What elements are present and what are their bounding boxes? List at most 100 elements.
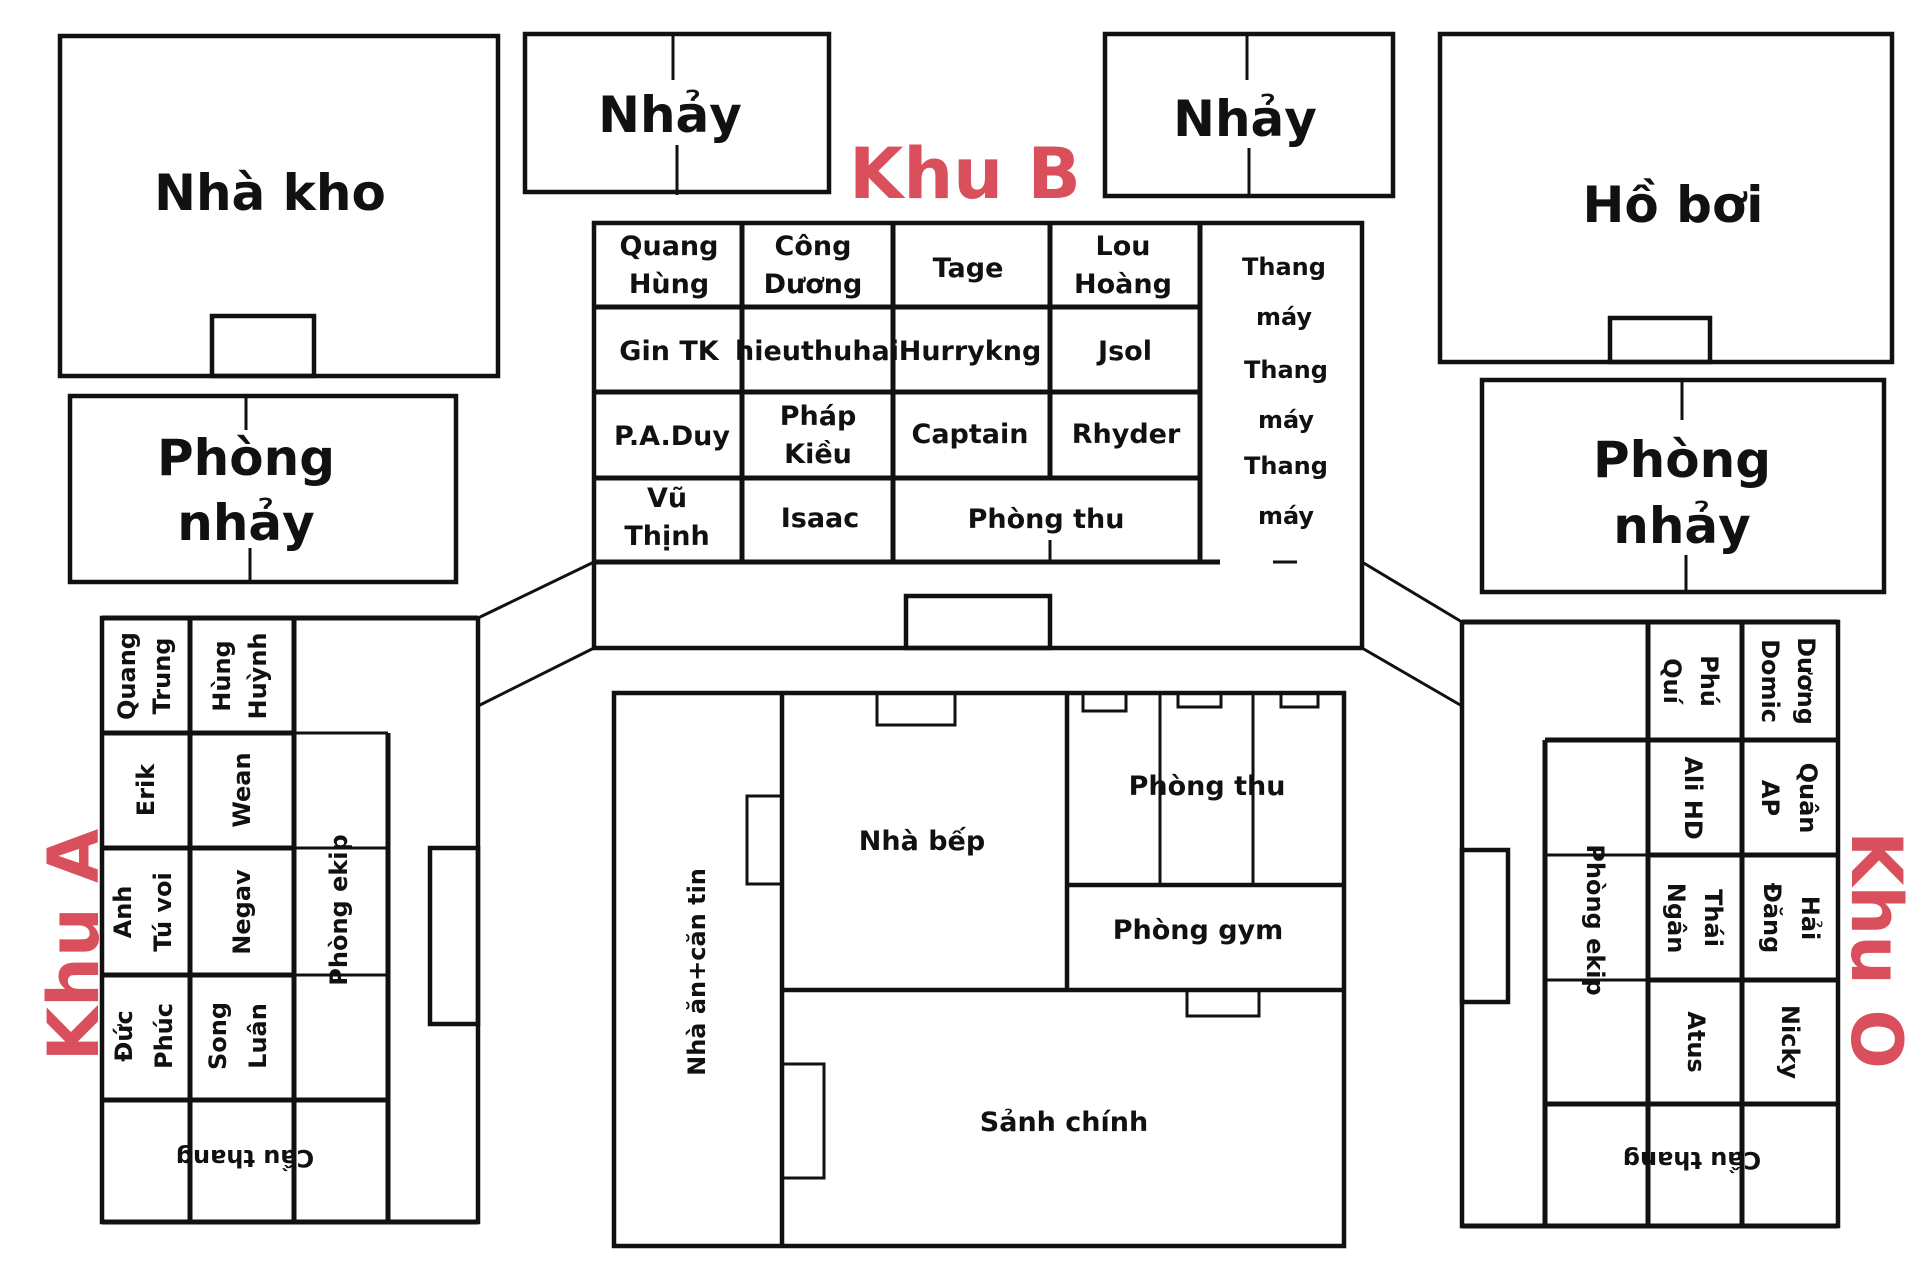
dance-room-left-label-2: nhảy [177,494,315,552]
dance-room-left-label-1: Phòng [157,429,335,487]
khu-b-studio-label: Phòng thu [968,504,1125,535]
studio-door [1176,691,1223,709]
warehouse: Nhà kho [57,33,501,379]
room-label: Lou [1096,231,1151,262]
dining-label: Nhà ăn+căn tin [683,868,711,1076]
lobby-door [780,1062,826,1180]
corridor-line [477,646,595,708]
zone-label-o: Khu O [1835,831,1917,1069]
kitchen-label: Nhà bếp [859,826,985,857]
room-label: Rhyder [1072,419,1181,450]
room-label: Isaac [781,503,860,534]
room-label: Huỳnh [244,633,272,720]
room-label: hieuthuhai [735,336,899,367]
room-label: Phúc [150,1003,178,1069]
room-label: Đức [110,1010,138,1061]
dance-hall-left: Nhảy [522,31,832,195]
room-label: Anh [109,886,137,939]
room-label: Thịnh [624,521,709,552]
room-label: P.A.Duy [614,421,730,452]
lobby-label: Sảnh chính [980,1107,1148,1138]
khu-a-building: Quang Trung Hùng Huỳnh Erik Wean Anh Tú … [99,615,481,1225]
room-label: Quang [620,231,719,262]
dance-room-left: Phòng nhảy [67,393,459,585]
room-label: Hùng [208,640,236,711]
room-label: Atus [1682,1011,1710,1072]
khu-b-entrance [903,593,1053,651]
warehouse-label: Nhà kho [154,164,386,222]
room-label: Hurrykng [899,336,1042,367]
room-label: Domic [1756,639,1784,723]
studio-door [1081,691,1128,713]
room-label: Hùng [629,269,709,300]
khu-o-entrance [1459,847,1511,1005]
dance-room-right-label-2: nhảy [1613,497,1751,555]
khu-o-stairs-label: Cầu thang [1623,1146,1761,1174]
warehouse-door [209,313,317,379]
room-label: Dương [764,269,863,300]
elevator-label: Thang [1244,452,1328,480]
room-label: Negav [228,869,256,955]
khu-a-stairs-label: Cầu thang [176,1144,314,1172]
corridor-line [477,560,595,620]
room-label: Phú [1695,655,1723,707]
zone-label-b: Khu B [849,133,1081,215]
gym-door [1185,988,1261,1018]
room-label: Quang [113,632,141,720]
elevator-label: máy [1258,406,1314,434]
room-label: Luân [244,1003,272,1069]
studio-door [1279,691,1320,709]
room-label: Công [775,231,852,262]
elevator-label: Thang [1244,356,1328,384]
room-label: Thái [1699,889,1727,947]
room-label: Quân [1794,763,1822,834]
room-label: Vũ [647,483,687,514]
room-label: Ali HD [1679,756,1707,839]
room-label: Jsol [1096,336,1152,367]
room-label: Nicky [1776,1005,1804,1080]
room-label: Hoàng [1074,269,1172,300]
room-label: Tú voi [149,872,177,952]
pool-label: Hồ bơi [1583,176,1764,234]
khu-b-building: Quang Hùng Công Dương Tage Lou Hoàng Gin… [591,220,1365,651]
room-label: Ngân [1662,883,1690,954]
room-label: Quí [1658,658,1686,705]
dance-hall-right: Nhảy [1102,31,1396,199]
dance-room-left-outline [67,393,459,585]
elevator-label: máy [1256,303,1312,331]
room-label: Captain [912,419,1029,450]
center-studio-label: Phòng thu [1129,771,1286,802]
room-label: Trung [148,638,176,715]
room-label: Erik [132,763,160,816]
room-label: Song [204,1002,232,1070]
dining-door [745,794,784,886]
gym-label: Phòng gym [1113,915,1284,946]
room-label: Tage [933,253,1004,284]
dance-hall-right-label: Nhảy [1173,90,1317,148]
corridor-line [1361,560,1463,624]
room-label: Hải [1796,896,1824,941]
room-label: AP [1756,780,1784,816]
dance-hall-left-label: Nhảy [598,86,742,144]
room-label: Wean [228,752,256,827]
room-label: Pháp [780,401,857,432]
center-outline [611,690,1347,1249]
center-building: Nhà ăn+căn tin Nhà bếp Phòng thu Phòng g… [611,690,1347,1249]
room-label: Dương [1792,637,1820,725]
dance-room-right: Phòng nhảy [1479,377,1887,595]
dance-room-right-label-1: Phòng [1593,431,1771,489]
pool-door [1607,315,1713,365]
room-label: Đăng [1758,883,1786,954]
khu-o-crew-room-label: Phòng ekip [1581,844,1609,995]
khu-a-crew-room-label: Phòng ekip [325,834,353,985]
pool: Hồ bơi [1437,31,1895,365]
khu-a-entrance [427,845,481,1027]
kitchen-door [875,691,957,727]
elevator-label: Thang [1242,253,1326,281]
room-label: Gin TK [619,336,719,367]
room-label: Kiều [784,439,852,470]
corridors [477,560,1463,708]
corridor-line [1361,646,1463,708]
elevator-label: máy [1258,502,1314,530]
